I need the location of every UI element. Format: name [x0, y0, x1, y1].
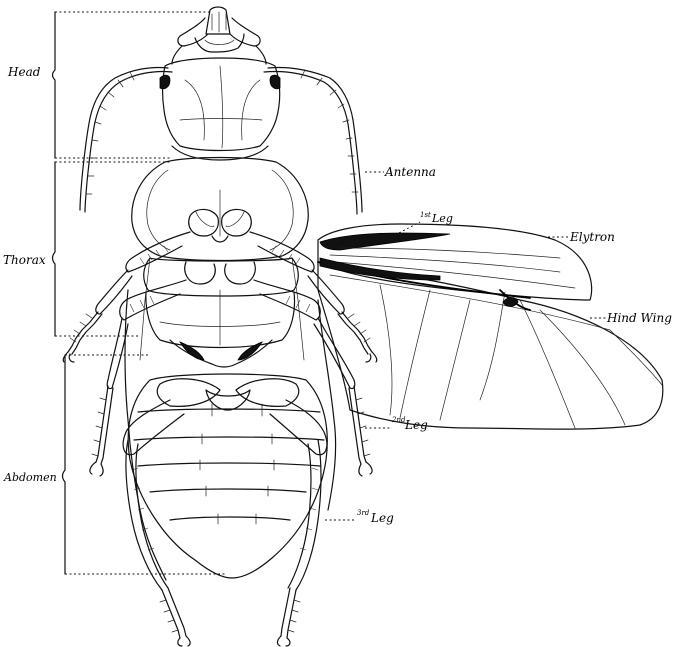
- middle-legs: [90, 280, 372, 476]
- label-third-leg-sup: 3rd: [357, 509, 370, 517]
- label-head: Head: [7, 65, 41, 79]
- thorax: [132, 158, 308, 368]
- label-abdomen: Abdomen: [3, 471, 57, 484]
- hind-legs: [123, 290, 335, 646]
- antennae: [80, 67, 362, 214]
- elytron: [318, 224, 592, 300]
- thorax-bracket: [53, 162, 56, 336]
- abdomen: [128, 374, 327, 578]
- abdomen-bracket: [63, 355, 66, 574]
- label-first-leg-sup: 1st: [420, 211, 431, 219]
- head-bracket: [53, 12, 56, 158]
- label-elytron: Elytron: [569, 230, 615, 244]
- label-first-leg: Leg: [431, 212, 453, 225]
- label-hind-wing: Hind Wing: [606, 311, 672, 325]
- label-antenna: Antenna: [384, 165, 436, 179]
- head: [160, 7, 280, 160]
- label-third-leg: Leg: [370, 511, 394, 525]
- label-thorax: Thorax: [3, 253, 46, 267]
- hind-wing: [318, 262, 663, 429]
